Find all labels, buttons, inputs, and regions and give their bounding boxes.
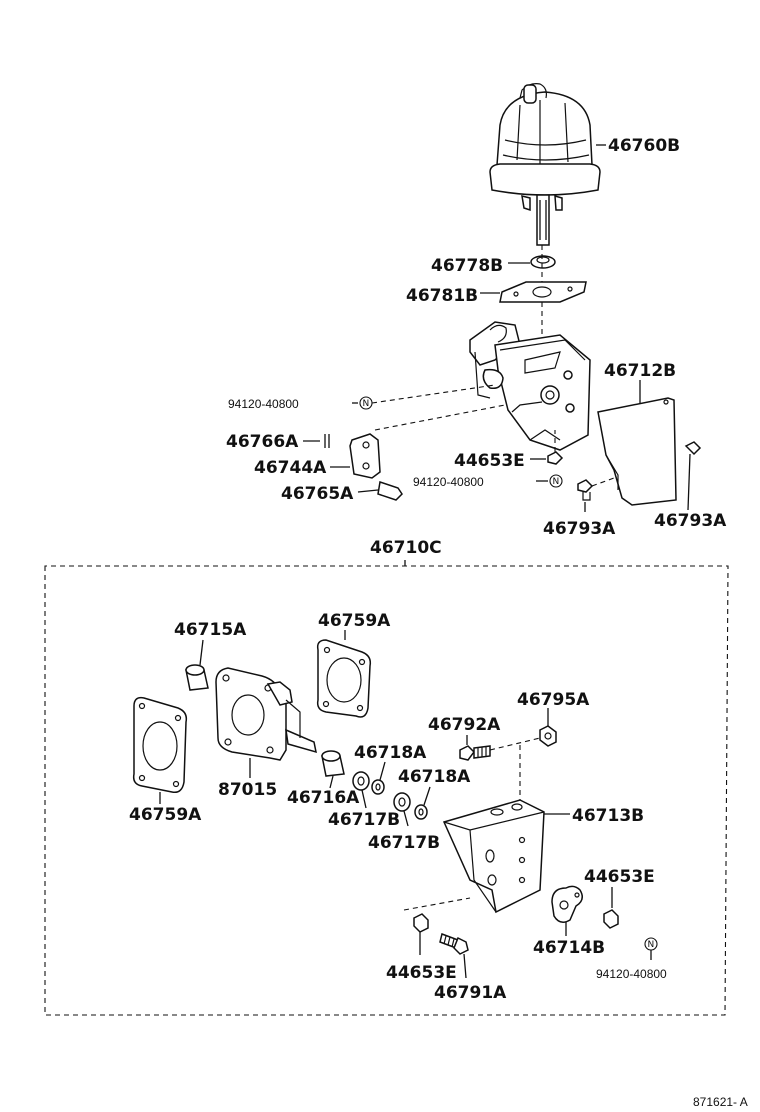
label-46778B: 46778B (431, 256, 503, 276)
valve-body-87015 (215, 667, 317, 761)
label-46718A-a: 46718A (354, 743, 427, 763)
label-87015: 87015 (218, 780, 277, 800)
gasket-46759A-lower (132, 696, 188, 794)
bushing-46717B-a (352, 771, 370, 791)
label-46759A-b: 46759A (129, 805, 202, 825)
bracket-46713B (442, 799, 545, 914)
bushing-46715A (185, 664, 209, 691)
label-46718A-b: 46718A (398, 767, 471, 787)
nut-46795A (539, 725, 557, 747)
svg-text:N: N (363, 399, 370, 409)
svg-text:N: N (648, 940, 655, 950)
label-46792A: 46792A (428, 715, 501, 735)
label-44653E-c: 44653E (584, 867, 655, 887)
pin-46765A (377, 481, 403, 501)
bushing-46717B-b (393, 792, 411, 812)
label-46714B: 46714B (533, 938, 605, 958)
label-46713B: 46713B (572, 806, 644, 826)
figure-code: 871621- A (693, 1095, 748, 1109)
label-46791A: 46791A (434, 983, 507, 1003)
label-44653E-b: 44653E (386, 963, 457, 983)
label-44653E-a: 44653E (454, 451, 525, 471)
label-94120-40800-b: 94120-40800 (413, 475, 484, 489)
lever-46714B (551, 885, 583, 923)
label-46766A: 46766A (226, 432, 299, 452)
washer-46718A-a (371, 779, 385, 795)
plate-46781B (499, 281, 587, 303)
label-94120-40800-a: 94120-40800 (228, 397, 299, 411)
label-46795A: 46795A (517, 690, 590, 710)
link-46744A (349, 433, 381, 479)
svg-text:N: N (553, 477, 560, 487)
actuator-46760B (489, 83, 601, 246)
label-46744A: 46744A (254, 458, 327, 478)
nut-symbol-a: N (359, 396, 373, 410)
cover-46712B (597, 397, 677, 506)
bolt-46793A-right (684, 441, 702, 511)
bolt-46791A (439, 933, 469, 955)
label-46716A: 46716A (287, 788, 360, 808)
nut-44653E-right (603, 909, 619, 929)
bracket-main (469, 321, 591, 451)
gasket-46759A-upper (316, 639, 372, 718)
label-46710C: 46710C (370, 538, 442, 558)
bolt-46793A-left (577, 479, 594, 501)
washer-46718A-b (414, 804, 428, 820)
nut-44653E-upper (547, 451, 564, 465)
label-46760B: 46760B (608, 136, 680, 156)
bolt-46792A (459, 745, 491, 761)
pin-46766A (324, 434, 330, 448)
label-46712B: 46712B (604, 361, 676, 381)
bushing-46716A (321, 750, 345, 777)
nut-44653E-left (413, 913, 429, 933)
label-46715A: 46715A (174, 620, 247, 640)
nut-symbol-b: N (549, 474, 563, 488)
nut-symbol-c: N (644, 937, 658, 951)
label-46793A-b: 46793A (654, 511, 727, 531)
label-94120-40800-c: 94120-40800 (596, 967, 667, 981)
label-46759A-a: 46759A (318, 611, 391, 631)
label-46793A-a: 46793A (543, 519, 616, 539)
assembly-boundary-46710C (44, 565, 729, 1016)
label-46765A: 46765A (281, 484, 354, 504)
washer-46778B (530, 255, 556, 269)
label-46717B-a: 46717B (328, 810, 400, 830)
label-46717B-b: 46717B (368, 833, 440, 853)
label-46781B: 46781B (406, 286, 478, 306)
